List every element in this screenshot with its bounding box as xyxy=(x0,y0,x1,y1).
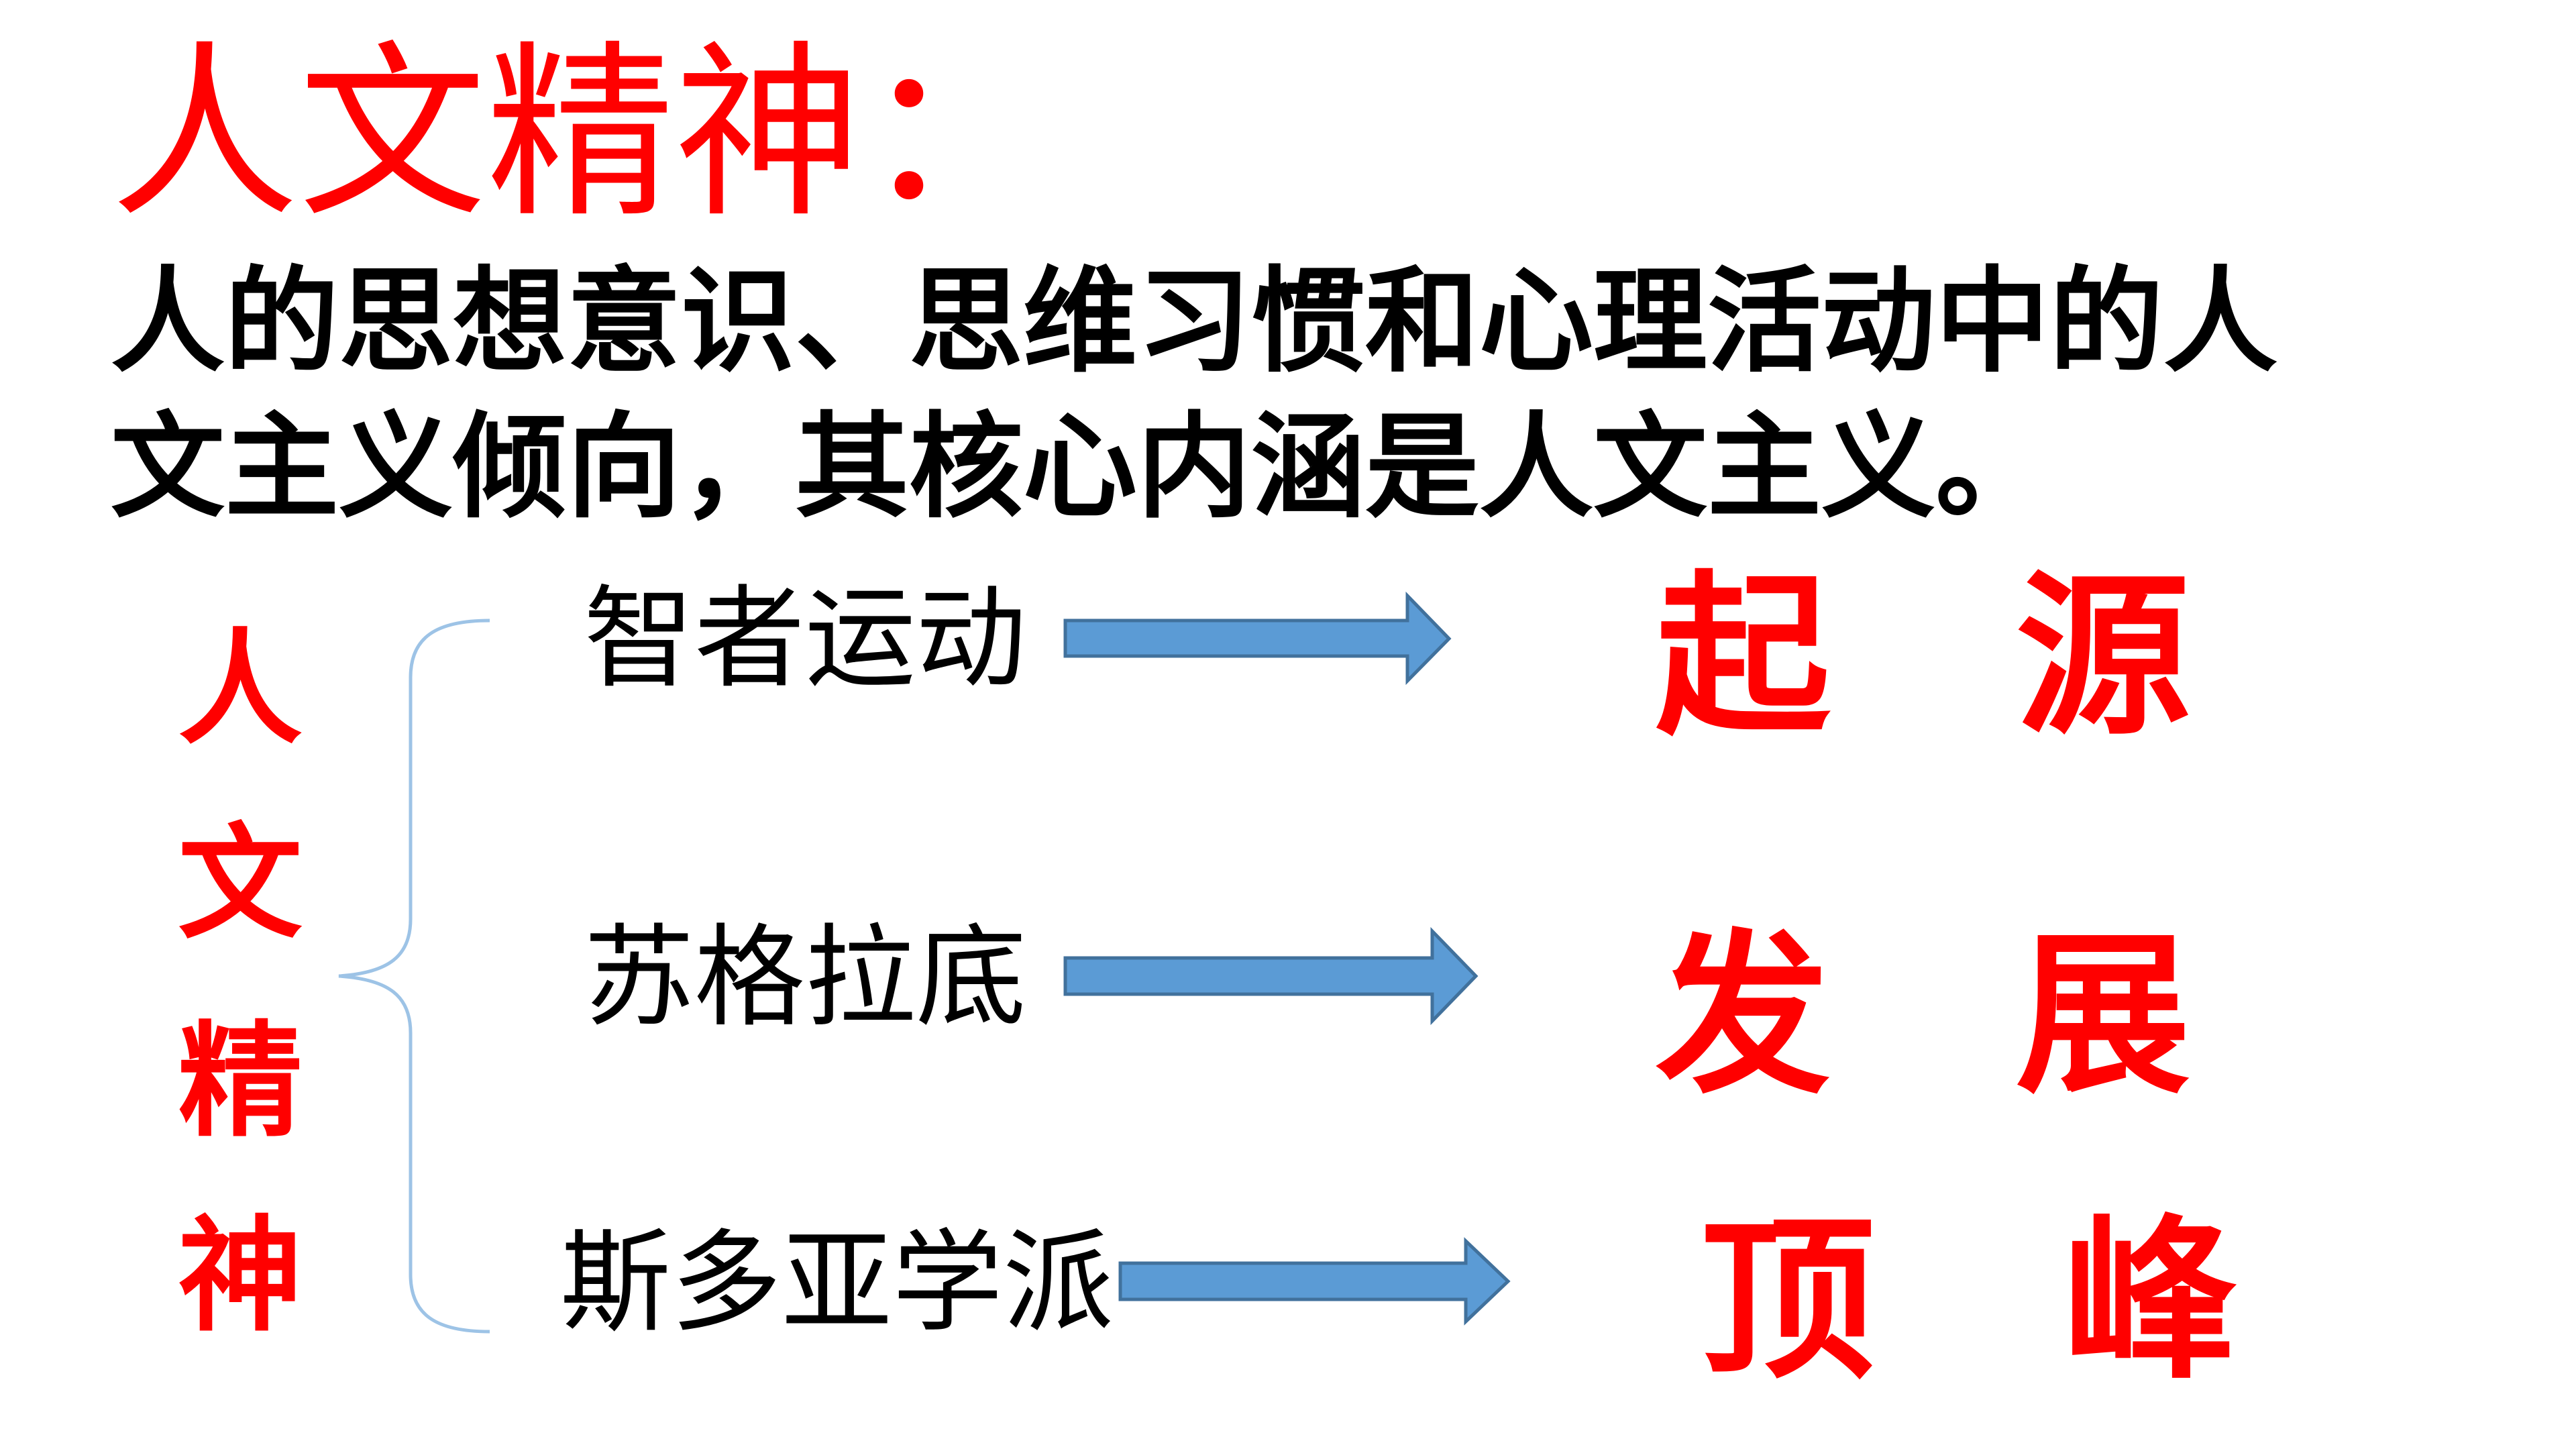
left-brace xyxy=(338,619,490,1334)
result-char: 展 xyxy=(2016,915,2190,1118)
definition-line-2: 文主义倾向，其核心内涵是人文主义。 xyxy=(111,401,2050,534)
branch-item-sophists: 智者运动 xyxy=(584,574,1026,703)
vertical-label-char: 文 xyxy=(178,811,303,956)
right-arrow xyxy=(1063,591,1452,686)
result-char: 峰 xyxy=(2063,1200,2237,1403)
page-title: 人文精神： xyxy=(111,25,1050,244)
vertical-label-char: 精 xyxy=(178,1009,303,1154)
right-arrow xyxy=(1063,926,1479,1026)
vertical-label-char: 神 xyxy=(178,1203,303,1348)
result-char: 源 xyxy=(2016,556,2190,759)
branch-item-stoics: 斯多亚学派 xyxy=(560,1218,1114,1347)
definition-line-1: 人的思想意识、思维习惯和心理活动中的人 xyxy=(111,256,2278,388)
result-char: 顶 xyxy=(1701,1200,1875,1403)
right-arrow xyxy=(1118,1237,1511,1326)
branch-item-socrates: 苏格拉底 xyxy=(584,913,1026,1042)
result-char: 起 xyxy=(1656,556,1830,759)
vertical-label-char: 人 xyxy=(178,616,303,761)
result-char: 发 xyxy=(1656,915,1830,1118)
